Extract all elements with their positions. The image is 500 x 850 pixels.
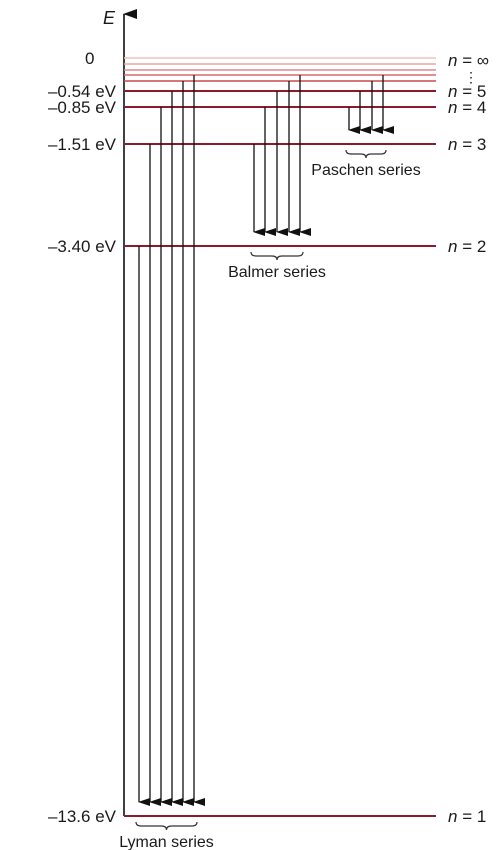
continuum-dots: ⋮ [464, 69, 478, 85]
series-label: Balmer series [228, 264, 326, 281]
upper-level-lines [124, 57, 436, 82]
energy-label-n4: –0.85 eV [48, 98, 117, 117]
n-label-2: n = 2 [448, 237, 486, 256]
series-label: Lyman series [119, 834, 214, 850]
series-label: Paschen series [311, 162, 420, 179]
n-label-5: n = 5 [448, 82, 486, 101]
energy-label-n2: –3.40 eV [48, 237, 117, 256]
transition-arrows [138, 75, 394, 806]
n-infinity-label: n = ∞ [448, 51, 489, 70]
series-brace [250, 251, 304, 261]
axis-title: E [103, 8, 116, 28]
zero-energy-label: 0 [85, 49, 94, 68]
series-braces: Lyman series Balmer series Paschen series [119, 149, 421, 850]
n-label-4: n = 4 [448, 98, 486, 117]
n-label-3: n = 3 [448, 135, 486, 154]
energy-levels: –13.6 eV n = 1 –3.40 eV n = 2 –1.51 eV n = 3 –… [48, 82, 486, 826]
energy-label-n3: –1.51 eV [48, 135, 117, 154]
series-brace [345, 149, 387, 159]
energy-label-n1: –13.6 eV [48, 807, 117, 826]
n-label-1: n = 1 [448, 807, 486, 826]
series-brace [135, 821, 198, 831]
energy-label-n5: –0.54 eV [48, 82, 117, 101]
